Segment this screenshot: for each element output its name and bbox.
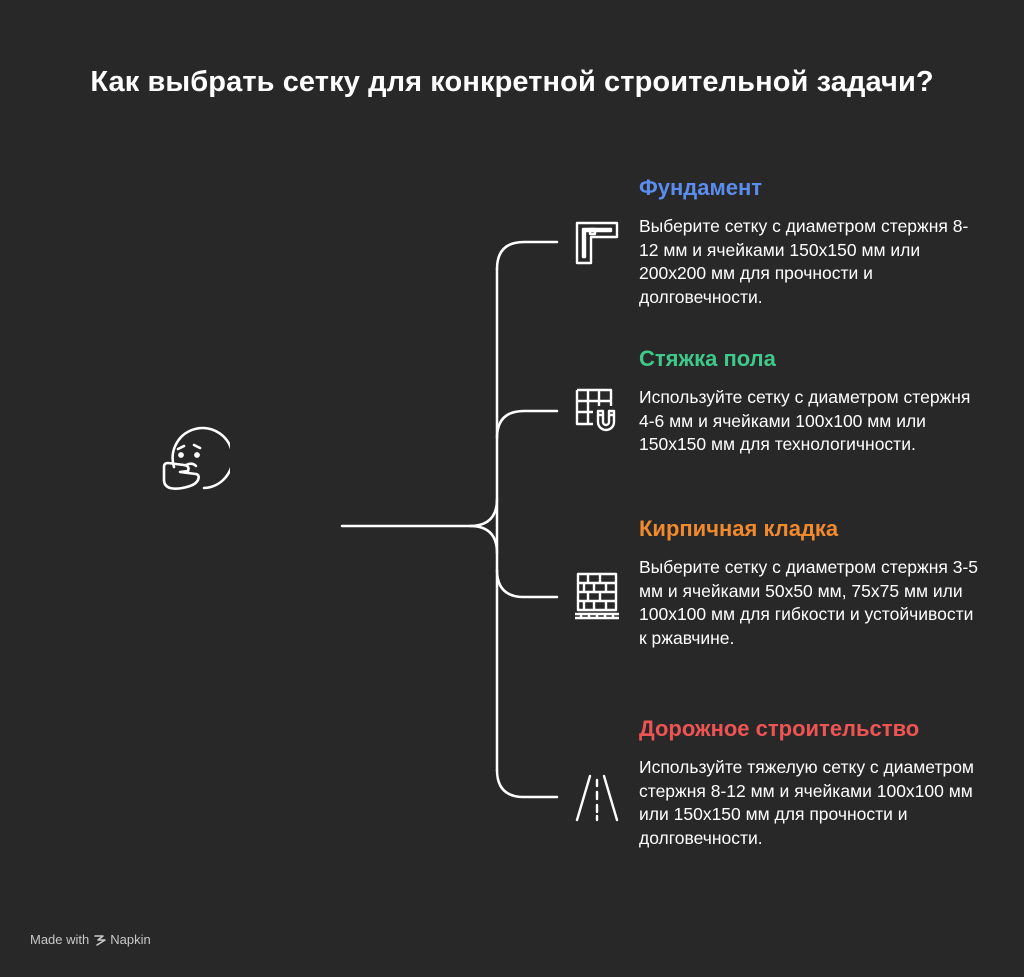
branch-connector-0 xyxy=(495,240,559,271)
root-connector-lower xyxy=(468,524,499,555)
footer-watermark: Made with Napkin xyxy=(30,932,151,947)
branch-foundation: Фундамент Выберите сетку с диаметром сте… xyxy=(639,175,979,309)
road-icon xyxy=(575,774,619,822)
root-connector xyxy=(340,497,499,528)
branch-connector-3 xyxy=(495,768,559,799)
grid-magnet-icon xyxy=(575,388,616,432)
page-title: Как выбрать сетку для конкретной строите… xyxy=(90,66,934,98)
branch-description: Выберите сетку с диаметром стержня 3-5 м… xyxy=(639,557,979,648)
brick-wall-icon xyxy=(575,572,619,620)
branch-brickwork: Кирпичная кладка Выберите сетку с диамет… xyxy=(639,516,979,650)
branch-floor-screed: Стяжка пола Используйте сетку с диаметро… xyxy=(639,346,979,457)
foundation-corner-icon xyxy=(575,221,619,265)
thinking-face-icon xyxy=(162,426,230,490)
branch-title: Фундамент xyxy=(639,175,763,200)
branch-title: Дорожное строительство xyxy=(639,716,920,741)
branch-road-construction: Дорожное строительство Используйте тяжел… xyxy=(639,716,979,850)
branch-description: Используйте сетку с диаметром стержня 4-… xyxy=(639,387,971,454)
brand-name: Napkin xyxy=(110,932,151,947)
branch-title: Стяжка пола xyxy=(639,346,776,371)
napkin-brand: Napkin xyxy=(93,932,151,947)
branch-connector-2 xyxy=(495,568,559,599)
made-with-text: Made with xyxy=(30,932,90,947)
branch-connector-1 xyxy=(495,409,559,440)
branch-description: Выберите сетку с диаметром стержня 8-12 … xyxy=(639,216,969,307)
branch-title: Кирпичная кладка xyxy=(639,516,839,541)
branch-description: Используйте тяжелую сетку с диаметром ст… xyxy=(639,757,974,848)
napkin-logo-icon xyxy=(94,934,107,946)
